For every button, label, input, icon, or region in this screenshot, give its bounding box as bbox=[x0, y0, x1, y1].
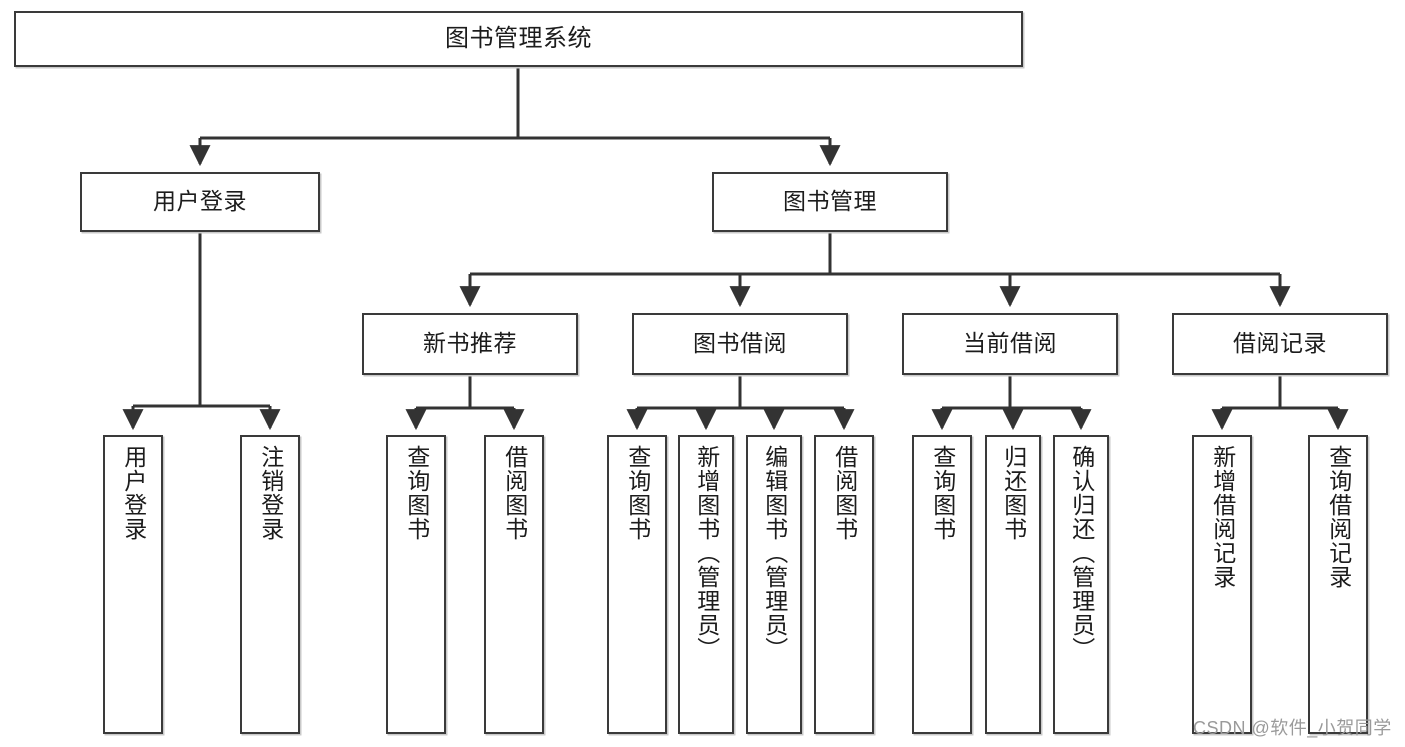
leaf-label: 查询图书 bbox=[624, 445, 651, 541]
node-leaf-borrow-book-1[interactable]: 借阅图书 bbox=[484, 435, 544, 734]
leaf-label: 新增借阅记录 bbox=[1209, 445, 1236, 589]
node-borrow-record[interactable]: 借阅记录 bbox=[1172, 313, 1388, 375]
node-leaf-edit-book[interactable]: 编辑图书（管理员） bbox=[746, 435, 802, 734]
leaf-label: 注销登录 bbox=[257, 445, 284, 541]
node-leaf-return-book[interactable]: 归还图书 bbox=[985, 435, 1041, 734]
node-book-borrow[interactable]: 图书借阅 bbox=[632, 313, 848, 375]
leaf-label: 归还图书 bbox=[1000, 445, 1027, 541]
leaf-label: 编辑图书（管理员） bbox=[761, 445, 788, 661]
csdn-watermark: CSDN @软件_小贺同学 bbox=[1193, 718, 1392, 738]
leaf-label: 查询借阅记录 bbox=[1325, 445, 1352, 589]
node-user-login[interactable]: 用户登录 bbox=[80, 172, 320, 232]
leaf-label: 借阅图书 bbox=[501, 445, 528, 541]
leaf-label: 新增图书（管理员） bbox=[693, 445, 720, 661]
node-leaf-query-book-2[interactable]: 查询图书 bbox=[607, 435, 667, 734]
node-leaf-user-login[interactable]: 用户登录 bbox=[103, 435, 163, 734]
node-root-system[interactable]: 图书管理系统 bbox=[14, 11, 1023, 67]
leaf-label: 查询图书 bbox=[403, 445, 430, 541]
leaf-label: 查询图书 bbox=[929, 445, 956, 541]
leaf-label: 确认归还（管理员） bbox=[1068, 445, 1095, 661]
node-new-book-recommend[interactable]: 新书推荐 bbox=[362, 313, 578, 375]
node-leaf-add-record[interactable]: 新增借阅记录 bbox=[1192, 435, 1252, 734]
node-current-borrow[interactable]: 当前借阅 bbox=[902, 313, 1118, 375]
node-leaf-borrow-book-2[interactable]: 借阅图书 bbox=[814, 435, 874, 734]
node-leaf-query-book-3[interactable]: 查询图书 bbox=[912, 435, 972, 734]
node-book-manage[interactable]: 图书管理 bbox=[712, 172, 948, 232]
node-leaf-confirm-return[interactable]: 确认归还（管理员） bbox=[1053, 435, 1109, 734]
leaf-label: 用户登录 bbox=[120, 445, 147, 541]
node-leaf-query-record[interactable]: 查询借阅记录 bbox=[1308, 435, 1368, 734]
node-leaf-add-book[interactable]: 新增图书（管理员） bbox=[678, 435, 734, 734]
leaf-label: 借阅图书 bbox=[831, 445, 858, 541]
node-leaf-query-book-1[interactable]: 查询图书 bbox=[386, 435, 446, 734]
node-leaf-logout[interactable]: 注销登录 bbox=[240, 435, 300, 734]
